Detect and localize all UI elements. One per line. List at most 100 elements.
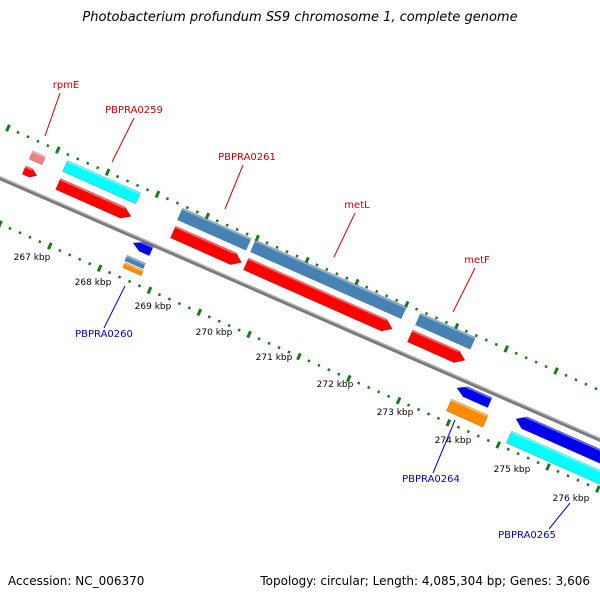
gene-label: PBPRA0260	[75, 329, 133, 340]
major-tick	[595, 485, 600, 493]
minor-tick	[285, 250, 289, 254]
minor-tick	[424, 311, 429, 316]
scale-label: 272 kbp	[317, 380, 354, 390]
major-tick	[345, 374, 352, 383]
minor-tick	[416, 407, 421, 412]
minor-tick	[556, 469, 560, 474]
minor-tick	[36, 139, 40, 143]
minor-tick	[76, 157, 80, 161]
inner-tick-ring	[0, 220, 600, 493]
minor-tick	[117, 275, 122, 279]
minor-tick	[107, 270, 112, 275]
minor-tick	[526, 456, 530, 460]
minor-tick	[26, 135, 30, 139]
minor-tick	[16, 130, 20, 135]
feature-PBPRA0261-arrow-highlight	[174, 226, 236, 255]
minor-tick	[127, 279, 132, 284]
major-tick	[495, 441, 502, 449]
minor-tick	[357, 381, 361, 385]
minor-tick	[315, 263, 319, 267]
minor-tick	[225, 223, 229, 227]
callout-line	[44, 92, 61, 137]
feature-metL-arrow	[243, 257, 393, 332]
backbone-highlight	[0, 176, 600, 439]
genome-summary-text: Topology: circular; Length: 4,085,304 bp…	[260, 574, 590, 588]
minor-tick	[317, 363, 321, 368]
major-tick	[154, 190, 161, 199]
major-tick	[246, 330, 252, 339]
minor-tick	[237, 328, 241, 332]
minor-tick	[436, 416, 441, 421]
feature-PBPRA0265-box	[506, 430, 600, 485]
scale-label: 271 kbp	[256, 353, 293, 363]
minor-tick	[386, 394, 391, 398]
outer-tick-ring	[5, 124, 598, 391]
gene-label: metL	[344, 200, 370, 211]
minor-tick	[137, 284, 142, 288]
minor-tick	[466, 429, 470, 434]
major-tick	[204, 212, 211, 221]
feature-PBPRA0261-arrow	[170, 225, 243, 266]
feature-metF	[415, 312, 476, 350]
minor-tick	[594, 386, 598, 391]
minor-tick	[345, 276, 349, 280]
minor-tick	[586, 482, 590, 487]
minor-tick	[235, 227, 239, 232]
feature-PBPRA0264-box	[446, 398, 489, 428]
callout-line	[548, 502, 571, 530]
scale-label: 273 kbp	[377, 408, 414, 418]
major-tick	[55, 146, 61, 154]
minor-tick	[506, 447, 510, 451]
scale-label: 274 kbp	[435, 436, 472, 446]
minor-tick	[514, 351, 518, 355]
minor-tick	[277, 346, 281, 350]
feature-PBPRA0265-highlight	[517, 413, 600, 451]
gene-label: rpmE	[53, 80, 80, 91]
feature-metF-arrow	[407, 329, 466, 363]
callout-line	[452, 267, 476, 313]
feature-PBPRA0261-highlight	[181, 208, 252, 241]
minor-tick	[325, 267, 329, 272]
minor-tick	[215, 219, 219, 223]
major-tick	[395, 396, 402, 405]
minor-tick	[78, 257, 82, 262]
minor-tick	[377, 390, 381, 394]
feature-PBPRA0265-box-highlight	[510, 431, 600, 473]
minor-tick	[464, 329, 468, 333]
minor-tick	[536, 460, 540, 465]
minor-tick	[58, 248, 62, 253]
minor-tick	[8, 226, 12, 231]
feature-PBPRA0260-highlight	[134, 238, 154, 249]
minor-tick	[96, 166, 100, 170]
minor-tick	[115, 174, 120, 179]
major-tick	[296, 352, 302, 361]
minor-tick	[524, 356, 528, 360]
minor-tick	[187, 306, 191, 310]
minor-tick	[394, 298, 399, 302]
gene-label: PBPRA0264	[402, 474, 460, 485]
minor-tick	[414, 307, 419, 311]
minor-tick	[375, 289, 379, 294]
minor-tick	[207, 315, 211, 319]
major-tick	[96, 264, 103, 272]
feature-metF-highlight	[419, 313, 476, 339]
minor-tick	[245, 232, 249, 236]
label-callouts: rpmEPBPRA0259PBPRA0260PBPRA0261metLmetFP…	[44, 80, 571, 541]
minor-tick	[287, 350, 291, 354]
feature-PBPRA0260-box2	[122, 261, 144, 277]
scale-label: 269 kbp	[135, 302, 172, 312]
minor-tick	[257, 337, 261, 341]
minor-tick	[564, 373, 568, 378]
minor-tick	[88, 262, 92, 266]
feature-PBPRA0260-box	[124, 254, 146, 270]
feature-PBPRA0264-box-highlight	[450, 399, 489, 417]
minor-tick	[584, 382, 588, 386]
minor-tick	[46, 143, 50, 148]
minor-tick	[28, 235, 32, 239]
minor-tick	[175, 201, 180, 205]
feature-rpmE-highlight	[32, 151, 46, 159]
minor-tick	[566, 474, 570, 478]
major-tick	[104, 168, 111, 176]
minor-tick	[474, 333, 478, 338]
feature-rpmE	[28, 150, 46, 166]
